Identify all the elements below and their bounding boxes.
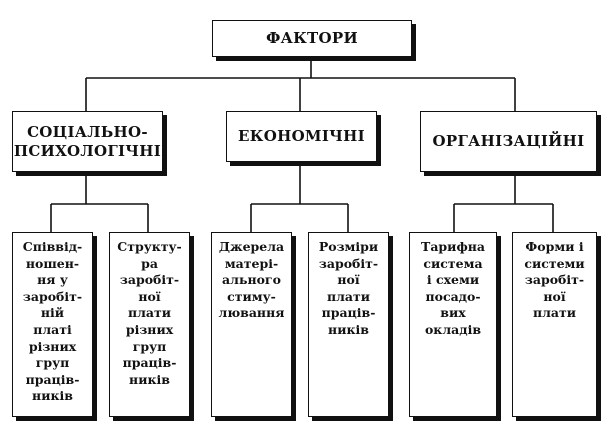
- leaf-label: Джерела матері- ального стиму- лювання: [218, 239, 285, 321]
- category-label: ОРГАНІЗАЦІЙНІ: [432, 132, 585, 150]
- leaf-label: Розміри заробіт- ної плати праців- ників: [318, 239, 379, 337]
- category-node-organizational: ОРГАНІЗАЦІЙНІ: [420, 111, 597, 172]
- leaf-label: Форми і системи заробіт- ної плати: [524, 239, 585, 321]
- leaf-node-wage-ratio: Співвід- ношен- ня у заробіт- ній платі …: [12, 232, 93, 417]
- category-node-economic: ЕКОНОМІЧНІ: [226, 111, 377, 162]
- leaf-node-incentive-sources: Джерела матері- ального стиму- лювання: [211, 232, 292, 417]
- leaf-node-pay-forms: Форми і системи заробіт- ної плати: [512, 232, 597, 417]
- leaf-label: Тарифна система і схеми посадо- вих окла…: [421, 239, 485, 337]
- leaf-node-wage-amounts: Розміри заробіт- ної плати праців- ників: [308, 232, 389, 417]
- leaf-node-wage-structure: Структу- ра заробіт- ної плати різних гр…: [109, 232, 190, 417]
- root-node: ФАКТОРИ: [212, 20, 412, 57]
- leaf-label: Структу- ра заробіт- ної плати різних гр…: [117, 239, 182, 387]
- root-label: ФАКТОРИ: [266, 29, 358, 47]
- category-node-social-psychological: СОЦІАЛЬНО- ПСИХОЛОГІЧНІ: [12, 111, 163, 172]
- leaf-label: Співвід- ношен- ня у заробіт- ній платі …: [22, 239, 83, 404]
- category-label: СОЦІАЛЬНО- ПСИХОЛОГІЧНІ: [13, 122, 162, 160]
- leaf-node-tariff-system: Тарифна система і схеми посадо- вих окла…: [409, 232, 497, 417]
- category-label: ЕКОНОМІЧНІ: [238, 127, 365, 145]
